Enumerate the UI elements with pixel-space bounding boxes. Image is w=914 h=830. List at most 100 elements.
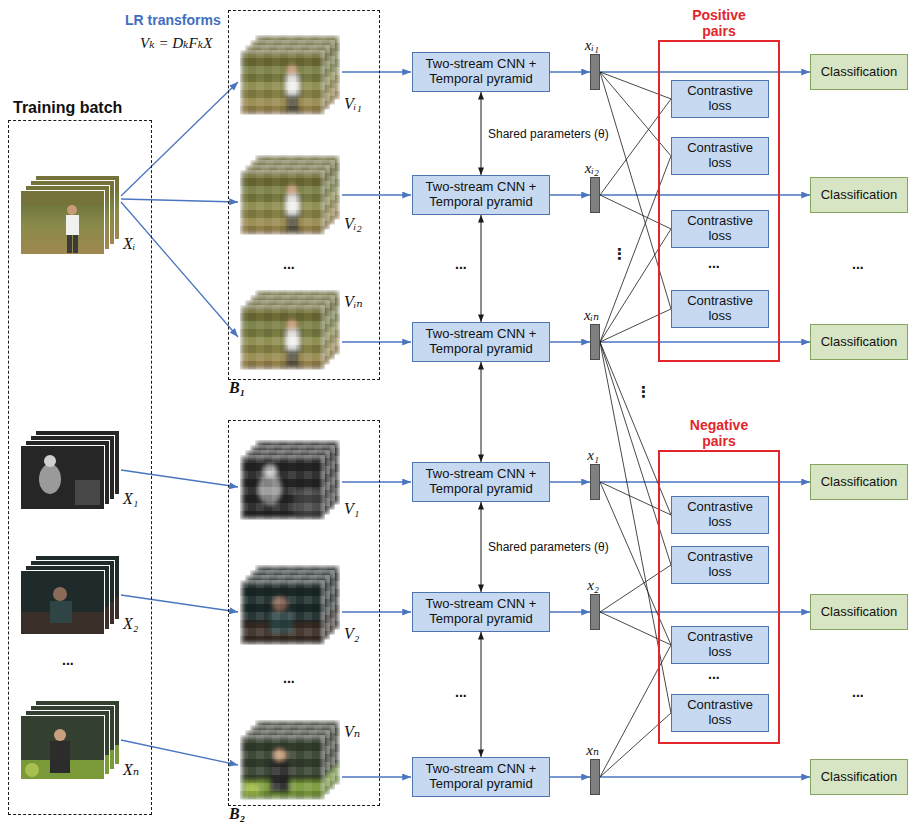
loss-box: Contrastive loss (671, 80, 769, 118)
video-frame (20, 570, 105, 635)
group-heading: Training batch (13, 99, 122, 117)
classifier-box: Classification (810, 177, 908, 213)
feature-vector: x₁ (590, 464, 600, 500)
feature-vector: xᵢ₁ (590, 54, 600, 90)
transform-arrow (121, 82, 238, 196)
batch-group: Training batch (8, 120, 152, 815)
free-label: ... (708, 255, 720, 271)
video-frame (240, 455, 325, 520)
batch-group: B₁ (228, 10, 380, 380)
connector (600, 72, 671, 99)
box-label: Two-stream CNN + Temporal pyramid (417, 57, 545, 87)
connector (600, 776, 810, 777)
free-label: Vₙ (344, 722, 360, 741)
transform-arrows (121, 72, 411, 777)
input-arrow (342, 481, 411, 482)
classifier-box: Classification (810, 324, 908, 360)
connector (550, 776, 590, 777)
free-label: X₂ (123, 615, 138, 633)
feature-label: x₁ (587, 447, 599, 464)
video-frame (20, 715, 105, 780)
box-label: Two-stream CNN + Temporal pyramid (417, 597, 545, 627)
group-heading: Positive pairs (679, 7, 759, 39)
feature-label: xᵢ₁ (585, 37, 599, 54)
input-arrow (342, 71, 411, 72)
feature-vector: xᵢₙ (590, 324, 600, 360)
feature-label: xᵢ₂ (585, 160, 599, 177)
connector (600, 713, 671, 777)
video-frame (240, 735, 325, 800)
transform-arrow (121, 199, 238, 202)
video-frame (240, 170, 325, 235)
loss-box: Contrastive loss (671, 694, 769, 732)
box-label: Contrastive loss (676, 698, 764, 728)
connector (600, 342, 671, 515)
input-arrow (342, 194, 411, 195)
group-heading: B₂ (229, 805, 245, 823)
network-box: Two-stream CNN + Temporal pyramid (412, 592, 550, 632)
batch-group: B₂ (228, 420, 380, 806)
connector (481, 632, 482, 757)
video-clip (20, 700, 120, 780)
box-label: Contrastive loss (676, 500, 764, 530)
feature-label: x₂ (587, 577, 599, 594)
box-label: Contrastive loss (676, 630, 764, 660)
free-label: ... (62, 652, 74, 668)
free-label: X₁ (123, 490, 138, 508)
classifier-box: Classification (810, 464, 908, 500)
input-arrow (342, 341, 411, 342)
box-label: Classification (821, 770, 898, 785)
free-label: Xᵢ (123, 235, 135, 253)
network-box: Two-stream CNN + Temporal pyramid (412, 462, 550, 502)
video-clip (20, 175, 120, 255)
connector (550, 71, 590, 72)
connector (600, 195, 671, 229)
video-clip (20, 430, 120, 510)
connector (481, 215, 482, 322)
free-label: Vᵢ₂ (344, 215, 362, 233)
transform-arrow (121, 595, 238, 612)
free-label: ⋮ (636, 383, 651, 401)
feature-vector: xᵢ₂ (590, 177, 600, 213)
box-label: Two-stream CNN + Temporal pyramid (417, 467, 545, 497)
video-frame (20, 445, 105, 510)
box-label: Two-stream CNN + Temporal pyramid (417, 327, 545, 357)
transform-arrow (121, 202, 238, 337)
free-label: LR transforms (125, 12, 221, 28)
box-label: Contrastive loss (676, 294, 764, 324)
input-arrow (342, 611, 411, 612)
video-frame (20, 190, 105, 255)
lr-video-clip (240, 565, 340, 645)
feature-vector: xₙ (590, 759, 600, 795)
free-label: ... (455, 684, 467, 700)
lr-video-clip (240, 35, 340, 115)
box-label: Classification (821, 335, 898, 350)
connector (600, 99, 671, 195)
loss-box: Contrastive loss (671, 496, 769, 534)
connector (600, 612, 671, 645)
connector (600, 156, 671, 342)
loss-box: Contrastive loss (671, 546, 769, 584)
free-label: ... (283, 256, 295, 272)
edge-label: Shared parameters (θ) (487, 540, 610, 554)
lr-video-clip (240, 440, 340, 520)
connector (600, 342, 671, 565)
network-box: Two-stream CNN + Temporal pyramid (412, 322, 550, 362)
free-label: ... (852, 256, 864, 272)
group-heading: B₁ (229, 379, 245, 397)
feature-vector: x₂ (590, 594, 600, 630)
loss-box: Contrastive loss (671, 210, 769, 248)
box-label: Two-stream CNN + Temporal pyramid (417, 180, 545, 210)
lr-video-clip (240, 290, 340, 370)
network-box: Two-stream CNN + Temporal pyramid (412, 757, 550, 797)
connector (550, 611, 590, 612)
box-label: Contrastive loss (676, 141, 764, 171)
loss-box: Contrastive loss (671, 290, 769, 328)
connector (550, 341, 590, 342)
box-label: Contrastive loss (676, 550, 764, 580)
feature-label: xᵢₙ (584, 306, 599, 324)
free-label: ... (708, 666, 720, 682)
box-label: Classification (821, 65, 898, 80)
